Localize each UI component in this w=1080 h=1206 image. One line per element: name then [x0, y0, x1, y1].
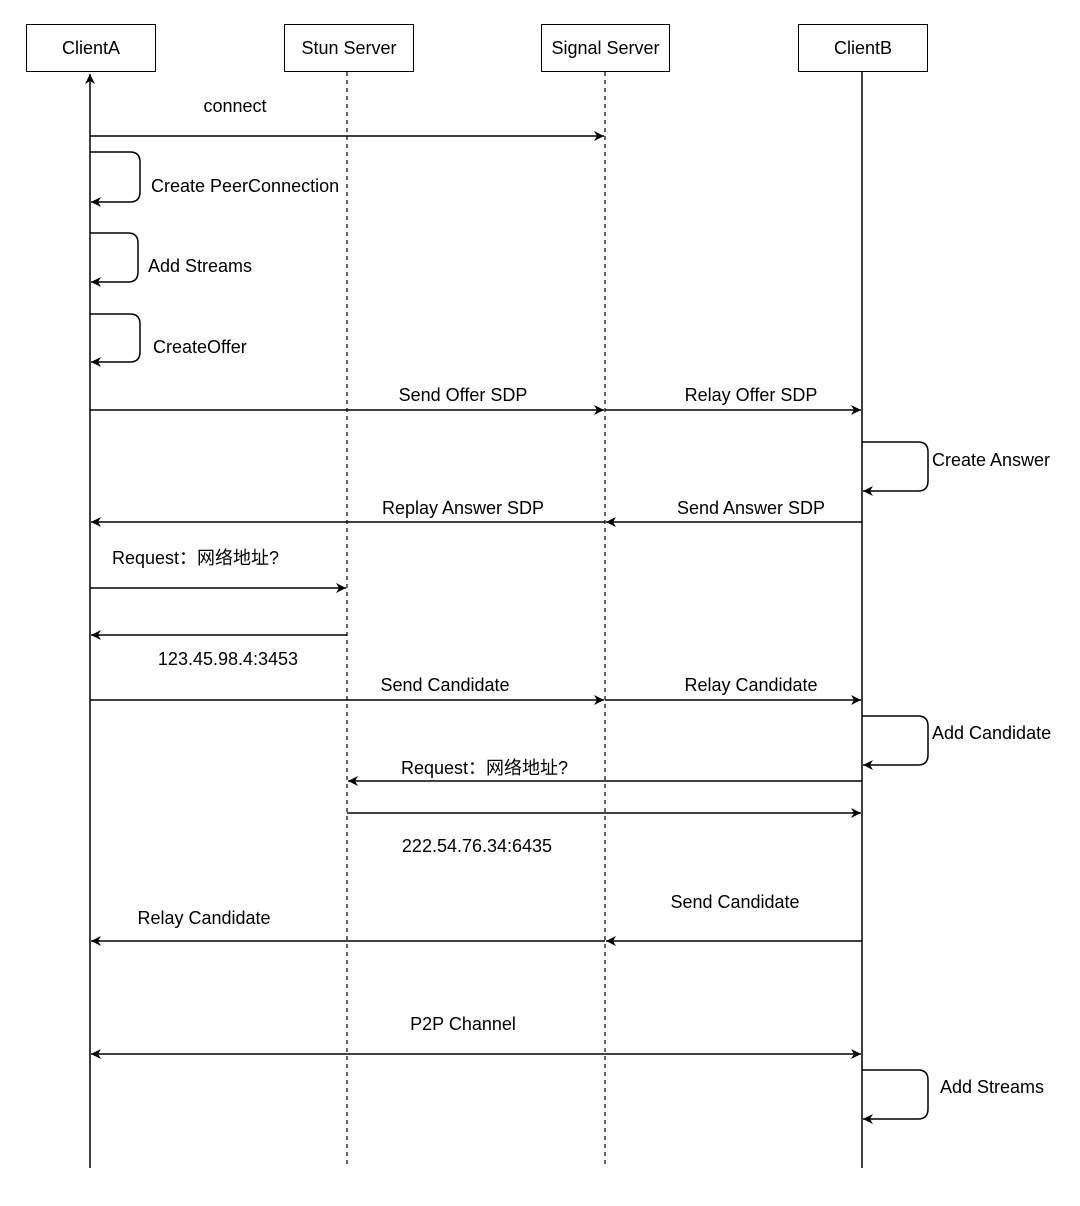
participant-client-b-label: ClientB	[833, 37, 893, 58]
label-create-answer: Create Answer	[932, 450, 1050, 470]
label-add-candidate: Add Candidate	[932, 723, 1051, 743]
participant-signal-server-label: Signal Server	[551, 37, 660, 58]
self-loop-create-peer-connection	[90, 151, 141, 207]
label-relay-candidate-a: Relay Candidate	[684, 675, 817, 695]
label-replay-answer-sdp: Replay Answer SDP	[382, 498, 544, 518]
participant-client-b: ClientB	[798, 24, 928, 72]
participant-client-a-label: ClientA	[61, 37, 121, 58]
self-loop-create-offer	[90, 313, 141, 367]
label-send-candidate-b: Send Candidate	[670, 892, 799, 912]
label-p2p-channel: P2P Channel	[410, 1014, 516, 1034]
participant-signal-server: Signal Server	[541, 24, 670, 72]
label-address-a: 123.45.98.4:3453	[158, 649, 298, 669]
label-address-b: 222.54.76.34:6435	[402, 836, 552, 856]
label-create-offer: CreateOffer	[153, 337, 247, 357]
label-send-answer-sdp: Send Answer SDP	[677, 498, 825, 518]
participant-client-a: ClientA	[26, 24, 156, 72]
self-loop-add-streams-a	[90, 232, 139, 287]
label-request-a: Request：网络地址?	[112, 548, 279, 568]
label-relay-candidate-b: Relay Candidate	[137, 908, 270, 928]
label-connect: connect	[203, 96, 266, 116]
label-create-peer-connection: Create PeerConnection	[151, 176, 339, 196]
label-add-streams-b: Add Streams	[940, 1077, 1044, 1097]
label-relay-offer-sdp: Relay Offer SDP	[685, 385, 818, 405]
label-request-b: Request：网络地址?	[401, 758, 568, 778]
label-send-offer-sdp: Send Offer SDP	[399, 385, 528, 405]
self-loop-add-streams-b	[862, 1069, 929, 1124]
label-send-candidate-a: Send Candidate	[380, 675, 509, 695]
participant-stun-server-label: Stun Server	[301, 37, 397, 58]
self-loop-add-candidate	[862, 715, 929, 770]
label-add-streams-a: Add Streams	[148, 256, 252, 276]
self-loop-create-answer	[862, 441, 929, 496]
participant-stun-server: Stun Server	[284, 24, 414, 72]
